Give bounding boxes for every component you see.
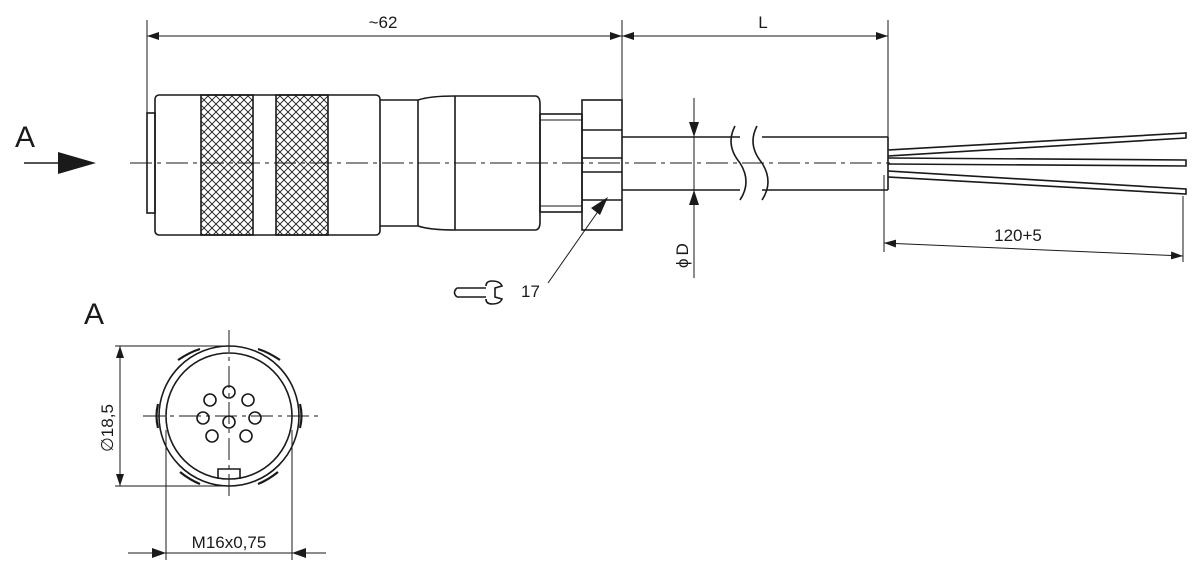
dim-connector-length: ~62 <box>146 13 623 113</box>
dim-cable-diameter: ϕD <box>673 98 699 278</box>
dim-flange-diameter-label: ∅18,5 <box>98 404 117 452</box>
dim-wrench-size: 17 <box>453 197 608 305</box>
knurl-band-1 <box>200 94 254 236</box>
dim-thread: M16x0,75 <box>128 430 326 560</box>
view-label-a: A <box>15 121 35 154</box>
side-view: A <box>15 13 1187 305</box>
view-label-a-section: A <box>84 298 104 331</box>
dim-strip-length: 120+5 <box>883 175 1184 262</box>
dim-strip-length-label: 120+5 <box>994 226 1042 245</box>
knurl-band-2 <box>275 94 329 236</box>
dim-connector-length-label: ~62 <box>369 13 398 32</box>
stripped-wires <box>887 132 1187 195</box>
dim-flange-diameter: ∅18,5 <box>98 345 229 487</box>
dim-cable-diameter-label: ϕD <box>673 243 692 268</box>
break-line-2 <box>752 125 769 201</box>
connector-body <box>146 94 583 236</box>
break-line-1 <box>730 125 747 201</box>
hex-nut <box>581 99 623 231</box>
view-a-face: A <box>84 298 326 560</box>
view-arrow-icon <box>24 152 96 174</box>
dim-thread-label: M16x0,75 <box>192 533 267 552</box>
dim-cable-length-label: L <box>758 13 767 32</box>
cable <box>622 125 889 201</box>
dim-cable-length: L <box>622 13 889 137</box>
connector-face-icon <box>155 345 303 487</box>
wrench-icon <box>453 280 504 305</box>
wrench-size-label: 17 <box>521 282 540 301</box>
